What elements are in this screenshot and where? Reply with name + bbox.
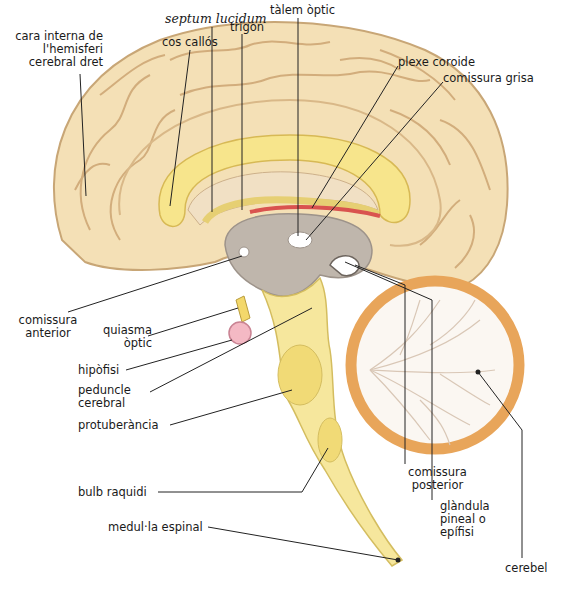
anatomy-label: medul·la espinal (108, 521, 213, 534)
anatomy-label: tàlem òptic (270, 4, 360, 17)
anatomy-label: peduncle cerebral (78, 384, 153, 410)
anatomy-label: comissura posterior (400, 466, 475, 492)
pituitary (229, 322, 251, 344)
anterior-commissure (239, 247, 249, 257)
medulla (318, 418, 342, 462)
anatomy-label: protuberància (78, 419, 178, 432)
interthalamic-adhesion (288, 232, 312, 248)
leader-dot (396, 558, 401, 563)
anatomy-label: hipòfisi (78, 364, 148, 377)
anatomy-label: glàndula pineal o epífisi (440, 500, 510, 539)
anatomy-label: trígon (230, 21, 290, 34)
anatomy-label: bulb raquidi (78, 486, 163, 499)
anatomy-label: plexe coroide (398, 56, 508, 69)
anatomy-label: comissura anterior (8, 314, 88, 340)
anatomy-label: cos callós (162, 36, 242, 49)
anatomy-label: cara interna de l'hemisferi cerebral dre… (8, 30, 103, 69)
anatomy-label: comissura grisa (443, 72, 563, 85)
cerebellum (351, 281, 519, 449)
optic-chiasm (236, 296, 250, 322)
leader-lines (68, 18, 522, 560)
anatomy-label: quiasma òptic (92, 324, 152, 350)
pons (278, 345, 322, 405)
anatomy-label: cerebel (505, 562, 565, 575)
corpus-callosum (159, 135, 410, 226)
leader-dot (476, 370, 481, 375)
